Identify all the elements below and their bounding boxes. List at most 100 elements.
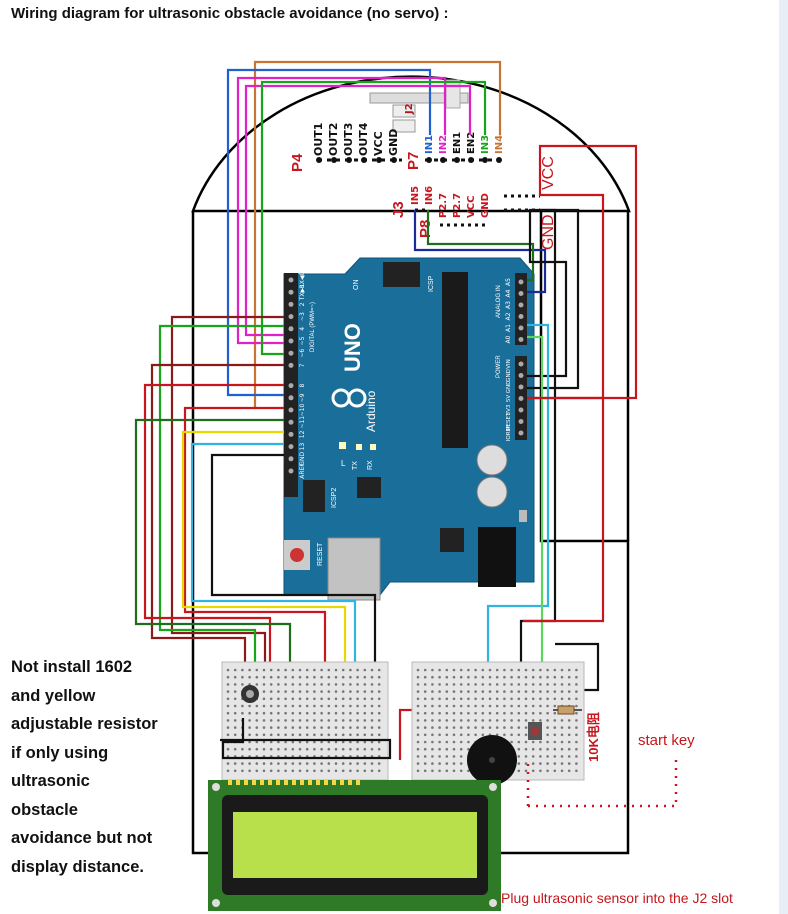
p4-pin-label: GND [387, 129, 400, 156]
power-pin-label: IOREF [506, 425, 512, 441]
right-breadboard: 10K电阻 [411, 661, 601, 785]
digital-pin-label: AREF [299, 463, 306, 479]
power-label: POWER [496, 355, 502, 378]
digital-pin-label: 13 [299, 443, 306, 451]
p4-pin-label: OUT2 [327, 123, 340, 156]
p7-pin-label: IN3 [480, 135, 491, 154]
note-line: display distance. [11, 857, 144, 876]
wire-black-gnd-top [527, 208, 580, 390]
digital-pin-label: ~11 [299, 416, 306, 429]
wire-navy-a5 [413, 210, 547, 294]
note-line: ultrasonic [11, 772, 90, 790]
p8-pin-label: P2.7 [438, 193, 449, 218]
p7-label: P7 [405, 152, 422, 170]
note-line: avoidance but not [11, 829, 153, 847]
analog-label: ANALOG IN [496, 285, 502, 318]
wire-blue-d9 [226, 68, 432, 397]
j2-label: J2 [404, 103, 415, 115]
wire-darkgreen-a4 [426, 210, 535, 282]
digital-pin-label: RX◀0 [299, 271, 306, 288]
reset-label: RESET [317, 542, 324, 566]
digital-label: DIGITAL (PWM=~) [310, 302, 316, 352]
diagram-title: Wiring diagram for ultrasonic obstacle a… [11, 5, 449, 22]
p8-pin-label: IN5 [410, 186, 421, 205]
note-line: Not install 1602 [11, 658, 133, 676]
p7-pin-label: IN1 [424, 135, 435, 154]
wire-black-gnd-d [210, 453, 377, 760]
p8-pin-label: IN6 [424, 186, 435, 205]
p8-label: P8 [417, 220, 434, 238]
lcd-1602 [208, 779, 501, 911]
p7-pin-label: EN1 [452, 132, 463, 154]
plug-note: Plug ultrasonic sensor into the J2 slot [501, 890, 733, 906]
gnd-label: GND [540, 214, 557, 250]
digital-pin-label: 8 [299, 384, 306, 388]
p4-pin-label: VCC [372, 131, 385, 156]
digital-pin-label: TX▶1 [299, 284, 306, 301]
p7-pin-label: IN4 [494, 135, 505, 154]
analog-pin-label: A4 [505, 289, 512, 297]
wire-green-d7 [260, 80, 487, 356]
p7-pin-label: EN2 [466, 132, 477, 154]
p4-pin-label: OUT1 [312, 123, 325, 156]
digital-pin-label: GND [299, 452, 306, 466]
wire-magenta2-d5 [244, 84, 472, 337]
icsp-label: ICSP [428, 275, 435, 292]
p7-pin-label: IN2 [438, 135, 449, 154]
power-pin-label: 5V [506, 395, 512, 402]
wire-black-gnd2 [527, 208, 568, 378]
note-line: adjustable resistor [11, 715, 158, 733]
wire-red-d12 [183, 406, 327, 760]
digital-pin-label: 7 [299, 363, 306, 367]
power-pin-label: 3V3 [506, 404, 512, 415]
digital-pin-label: 4 [299, 327, 306, 331]
analog-pin-label: A1 [505, 324, 512, 332]
power-pin-label: VIN [506, 359, 512, 369]
analog-pin-label: A2 [505, 312, 512, 320]
wires [134, 60, 638, 780]
resistor-label: 10K电阻 [586, 712, 601, 762]
digital-pin-label: 12 [299, 430, 306, 438]
j3-label: J3 [390, 201, 407, 218]
wire-lightgreen-a0 [527, 335, 544, 700]
wire-red-5v [523, 193, 605, 623]
digital-pin-label: ~6 [299, 349, 306, 358]
page-scroll-edge [779, 0, 788, 914]
start-key-label: start key [638, 732, 695, 749]
on-label: ON [353, 280, 360, 291]
wire-yellow-d12 [181, 430, 347, 760]
start-key-leader [528, 758, 678, 808]
wire-cyan-a1 [486, 323, 550, 700]
digital-pin-label: ~3 [299, 312, 306, 321]
left-breadboard [220, 661, 392, 781]
tx-label: TX [352, 461, 359, 470]
analog-pin-label: A3 [505, 301, 512, 309]
digital-pin-label: ~9 [299, 393, 306, 402]
p8-pin-label: VCC [466, 196, 477, 218]
arduino-brand: Arduino [364, 390, 378, 432]
note-line: and yellow [11, 686, 96, 705]
rx-label: RX [367, 460, 374, 470]
icsp2-label: ICSP2 [331, 488, 338, 508]
uno-label: UNO [340, 323, 365, 372]
p8-pin-label: P2.7 [452, 193, 463, 218]
digital-pin-label: ~10 [299, 403, 306, 416]
p8-pin-label: GND [480, 193, 491, 218]
power-pin-label: GND [506, 381, 512, 394]
note-line: obstacle [11, 800, 78, 819]
power-pin-label: RESET [506, 412, 512, 430]
vcc-label: VCC [540, 156, 557, 190]
p4-pin-label: OUT4 [357, 122, 370, 156]
install-note: Not install 1602 and yellow adjustable res… [11, 653, 186, 881]
digital-pin-label: ~5 [299, 336, 306, 345]
wire-magenta-d6 [236, 76, 447, 345]
wire-black-bb [555, 642, 600, 692]
wire-orange-d10 [253, 60, 502, 407]
analog-pin-label: A0 [505, 335, 512, 343]
p4-pin-label: OUT3 [342, 123, 355, 156]
wire-cyan-d13 [190, 442, 357, 760]
note-line: if only using [11, 743, 109, 762]
